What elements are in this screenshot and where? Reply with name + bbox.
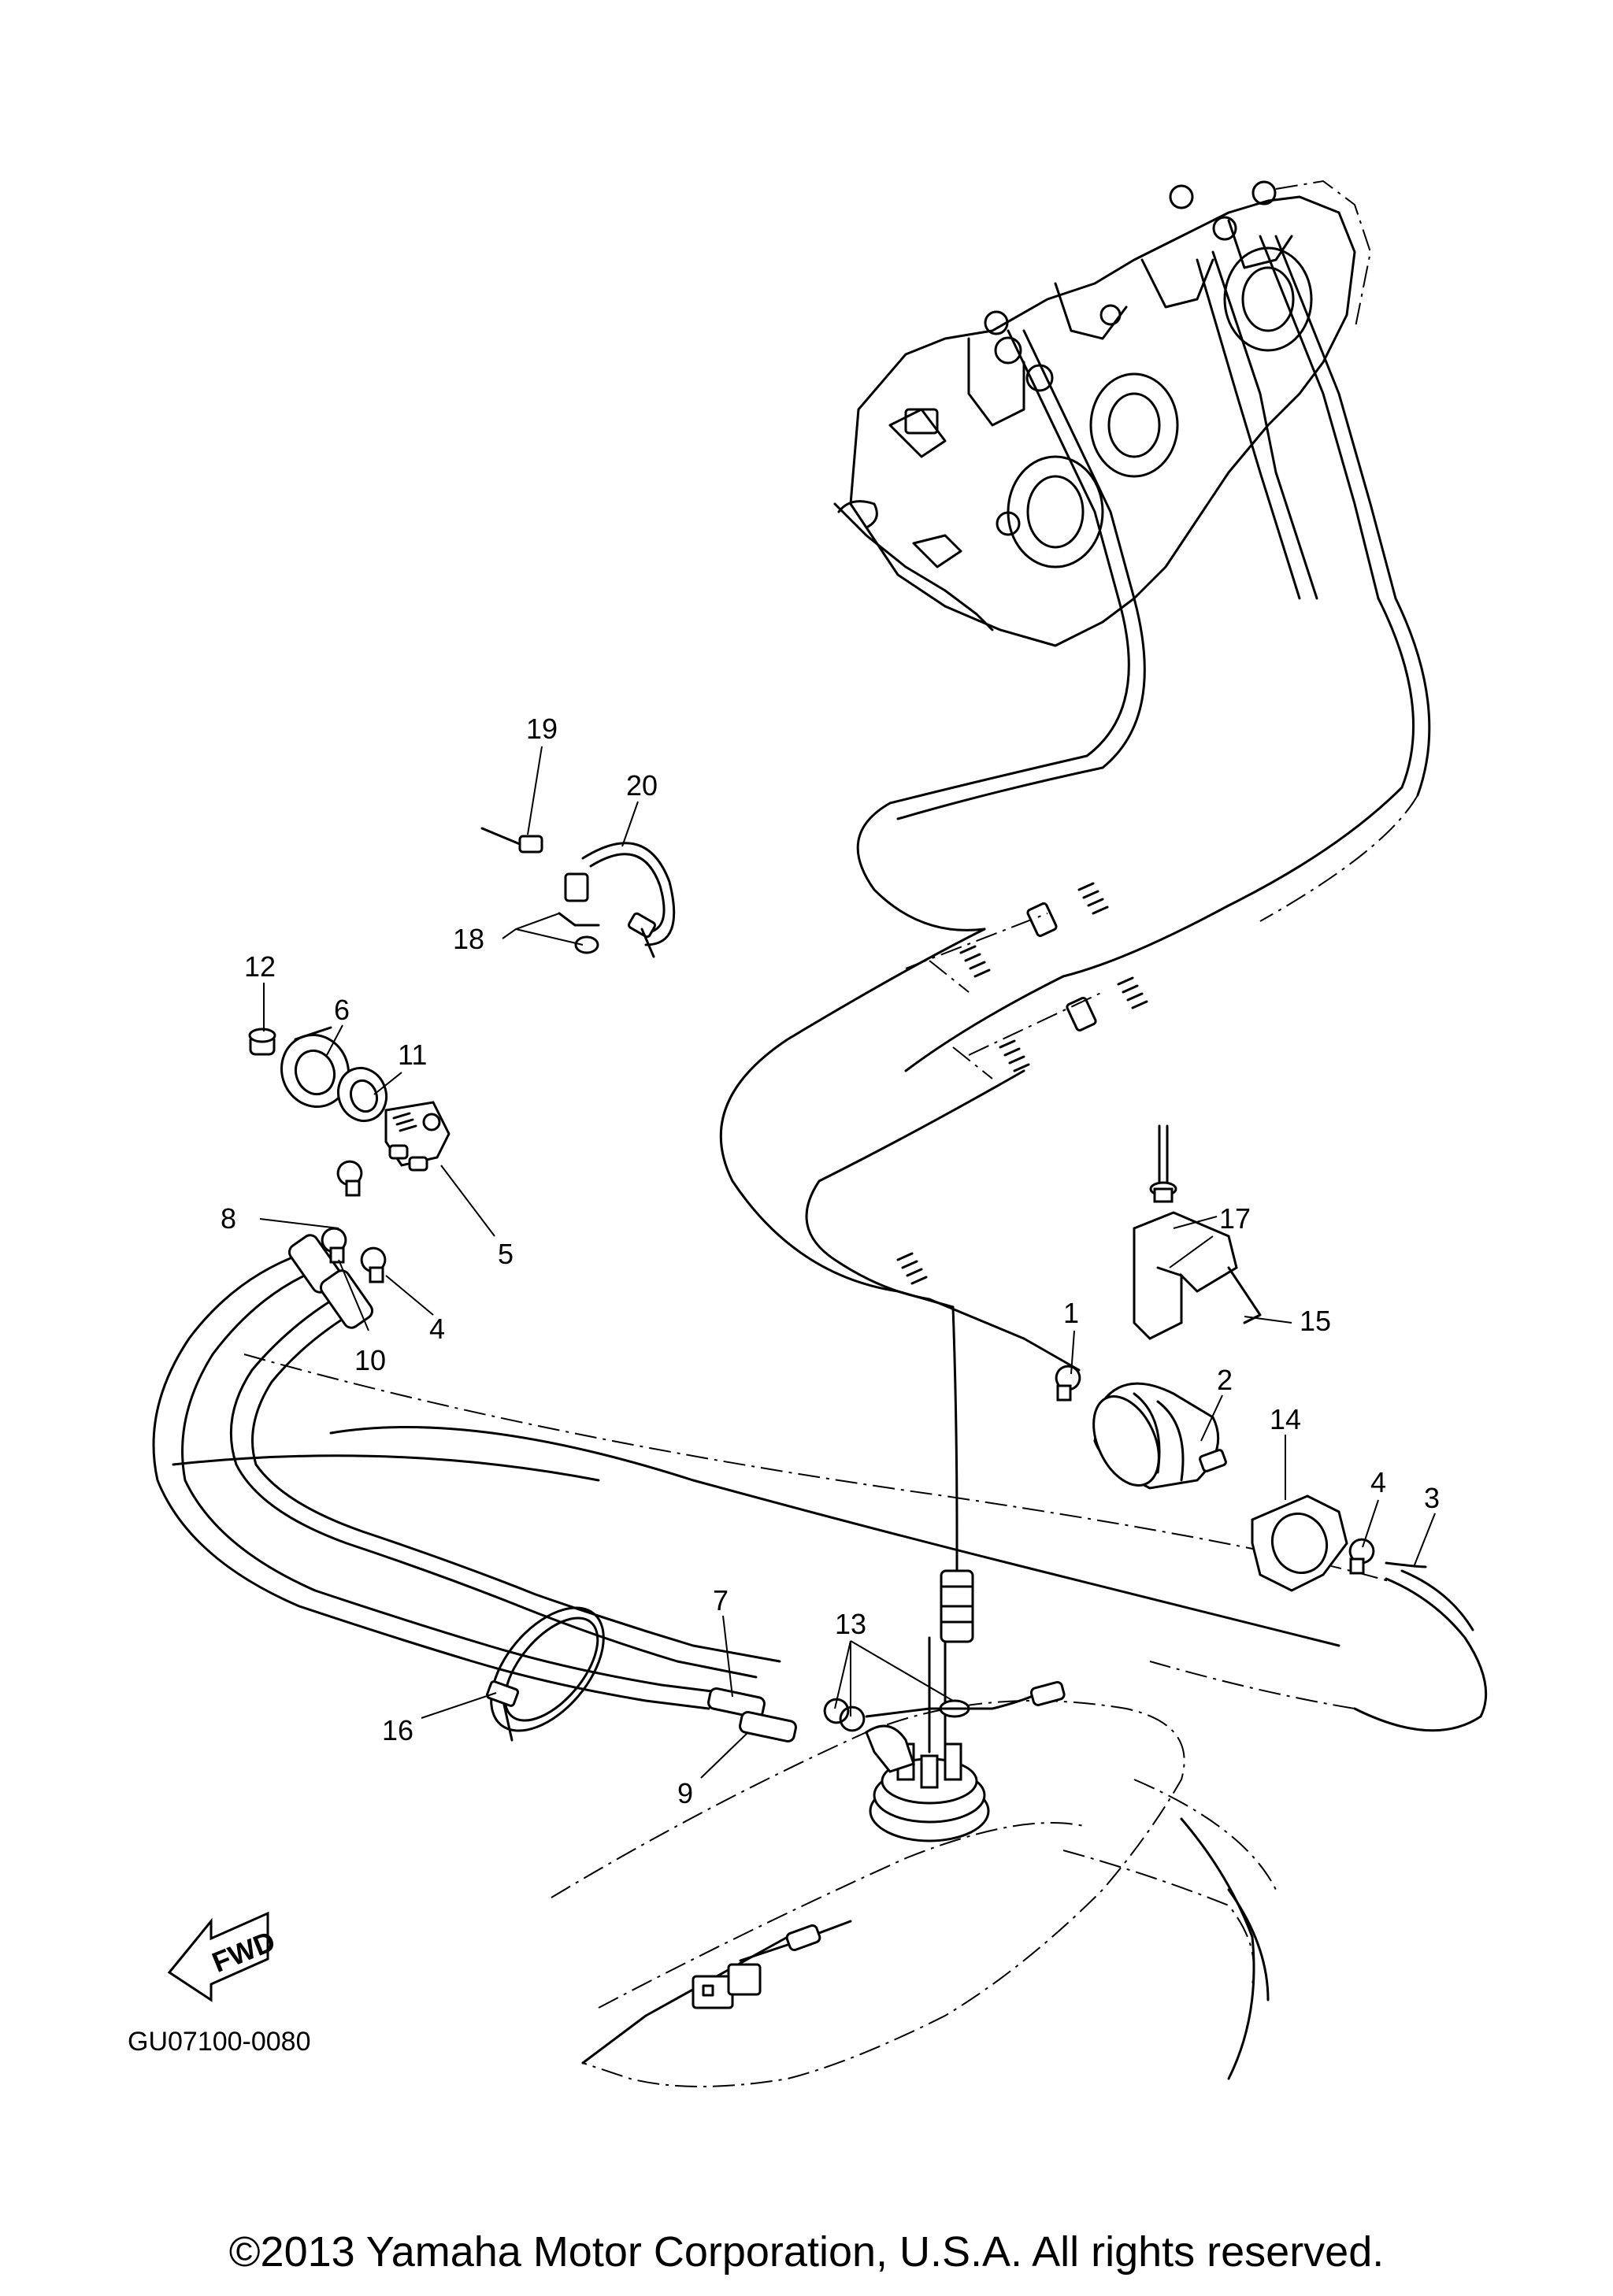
callout-7: 7 <box>713 1584 729 1616</box>
fuel-sender-unit <box>865 1636 990 1842</box>
copyright-notice: ©2013 Yamaha Motor Corporation, U.S.A. A… <box>229 2228 1385 2276</box>
callout-15: 15 <box>1300 1305 1331 1337</box>
fuel-cock-assembly <box>248 1026 451 1283</box>
callout-18: 18 <box>453 923 484 955</box>
callout-numbers: 1 2 3 4 4 5 6 7 8 9 10 11 12 13 14 15 16… <box>221 713 1440 1809</box>
cable-plug <box>940 1569 974 1643</box>
fwd-arrow-icon: FWD <box>167 1911 280 2002</box>
callout-4-left: 4 <box>429 1313 445 1345</box>
fuel-cock-5 <box>384 1101 451 1172</box>
callout-8: 8 <box>221 1202 236 1235</box>
clips-13 <box>823 1698 970 1732</box>
bolt-17 <box>1149 1124 1177 1203</box>
knob-6 <box>280 1026 350 1109</box>
clip-4b <box>1348 1538 1375 1575</box>
callout-1: 1 <box>1063 1297 1079 1329</box>
fuel-filter-2 <box>1092 1382 1227 1490</box>
diagram-code: GU07100-0080 <box>128 2027 311 2057</box>
callout-20: 20 <box>626 769 658 802</box>
callout-5: 5 <box>498 1238 514 1270</box>
callout-3: 3 <box>1424 1482 1440 1514</box>
clip-1 <box>1055 1365 1081 1402</box>
hose-3 <box>1149 1561 1488 1732</box>
cable-adjuster <box>896 882 1148 1285</box>
screw-12 <box>248 1028 276 1056</box>
seal-11 <box>337 1066 387 1123</box>
bracket-15 <box>1133 1211 1262 1340</box>
callout-12: 12 <box>244 950 276 983</box>
callout-17: 17 <box>1219 1202 1251 1235</box>
callout-10: 10 <box>354 1344 386 1376</box>
callout-9: 9 <box>677 1777 693 1809</box>
fuel-tank <box>551 1569 1277 2087</box>
leader-lines <box>259 746 1436 1779</box>
callout-19: 19 <box>526 713 558 745</box>
clip-4a <box>360 1246 387 1283</box>
clip-10 <box>321 1227 347 1264</box>
band-16 <box>485 1606 605 1742</box>
fuel-hoses <box>152 1234 1395 1743</box>
callout-6: 6 <box>334 994 350 1026</box>
throttle-cables <box>719 597 1431 1576</box>
carburetor-assembly <box>833 180 1397 647</box>
callout-2: 2 <box>1217 1364 1233 1396</box>
connector <box>692 1920 852 2009</box>
clip-8 <box>336 1160 363 1197</box>
callout-11: 11 <box>398 1039 427 1071</box>
band-assembly <box>480 827 676 958</box>
fuel-filter-assembly <box>1055 1124 1488 1732</box>
callout-13: 13 <box>835 1608 866 1640</box>
callout-16: 16 <box>382 1714 413 1746</box>
callout-14: 14 <box>1270 1403 1301 1435</box>
callout-4-right: 4 <box>1370 1466 1386 1498</box>
holder-14 <box>1251 1494 1348 1592</box>
